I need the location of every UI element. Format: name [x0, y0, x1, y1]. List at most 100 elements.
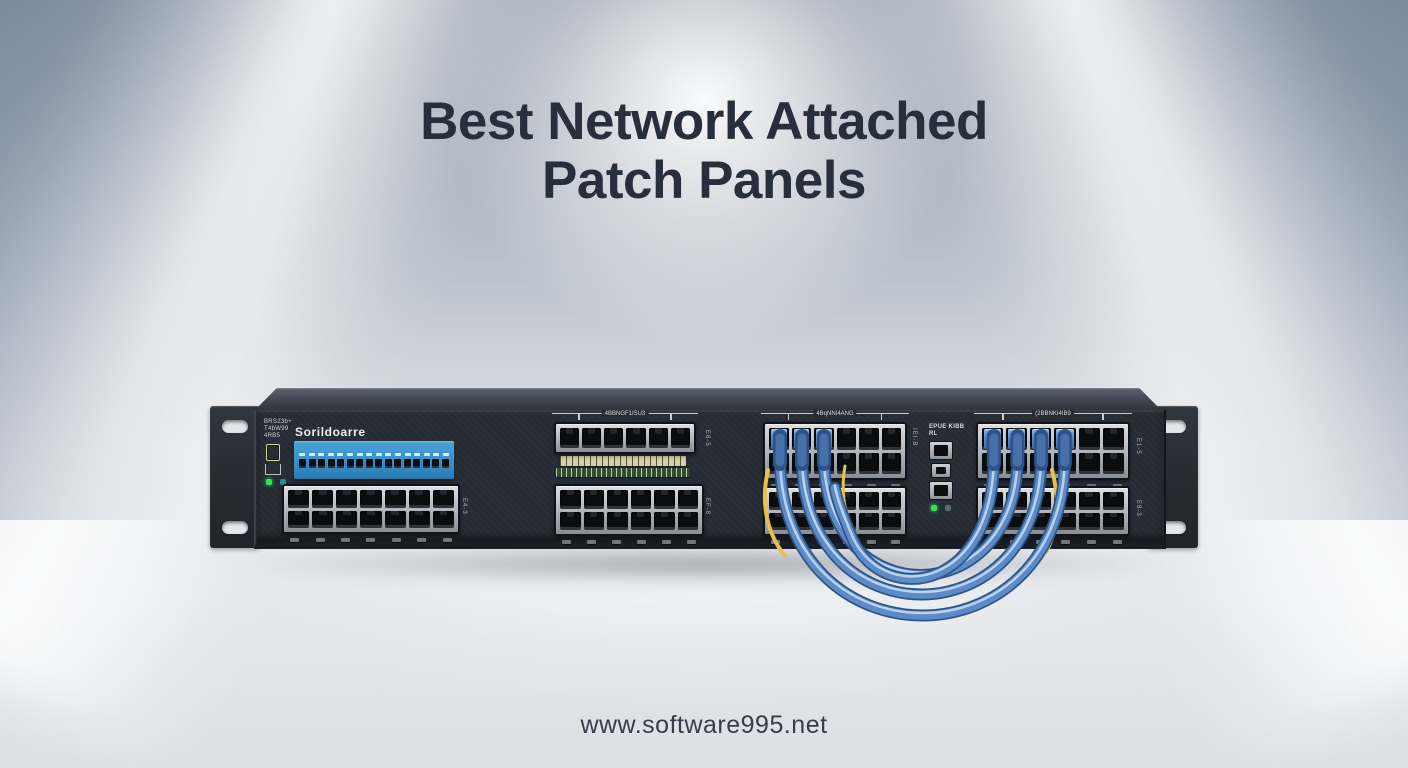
- port-number: [562, 540, 571, 544]
- mini-port: [346, 458, 354, 468]
- rj45-tab-slot: [1061, 512, 1069, 518]
- mini-port-label: [375, 452, 382, 456]
- rj45-port: [769, 452, 789, 474]
- port-number-labels: [763, 540, 907, 544]
- cable-plug: [1056, 429, 1074, 449]
- rj45-port: [1054, 512, 1076, 530]
- rj45-tab-slot: [797, 512, 805, 518]
- rj45-port: [582, 428, 602, 448]
- rj45-port: [791, 452, 811, 474]
- port-group-label: 4BqNNI4ANG: [813, 410, 857, 418]
- rj45-port: [859, 452, 879, 474]
- port-number: [341, 538, 351, 542]
- rj45-tab-slot: [820, 492, 828, 497]
- rj45-tab-slot: [637, 511, 645, 517]
- console-sublabel: RL: [929, 431, 938, 437]
- website-url: www.software995.net: [580, 711, 828, 739]
- rj45-port: [408, 510, 430, 528]
- console-port: [929, 441, 953, 460]
- port-number: [794, 540, 804, 544]
- brand-label: Sorildoarre: [295, 425, 366, 439]
- port-number: [890, 540, 900, 544]
- mini-port-label: [318, 452, 325, 456]
- rj45-tab-slot: [637, 490, 645, 496]
- rj45-port: [560, 490, 581, 509]
- title-line-1: Best Network Attached: [420, 92, 988, 151]
- rj45-port: [432, 510, 454, 528]
- rj45-block-sec3_top: [763, 422, 907, 480]
- mini-port: [422, 458, 430, 468]
- page-title: Best Network Attached Patch Panels: [0, 92, 1408, 211]
- rj45-port: [1078, 452, 1100, 474]
- mini-port: [308, 458, 316, 468]
- rj45-port: [312, 510, 334, 528]
- rj45-port: [384, 490, 406, 508]
- rj45-tab-slot: [566, 490, 574, 496]
- rj45-port: [360, 490, 382, 508]
- rj45-tab-slot: [842, 452, 850, 459]
- rj45-tab-slot: [294, 490, 303, 495]
- mini-port: [394, 458, 402, 468]
- rj45-tab-slot: [1085, 512, 1094, 518]
- rj45-port: [1078, 428, 1100, 450]
- mini-port-label: [327, 452, 334, 456]
- rj45-tab-slot: [887, 512, 895, 518]
- rj45-port: [288, 510, 310, 528]
- rj45-tab-slot: [1109, 428, 1118, 435]
- console-leds: [931, 505, 969, 511]
- mini-port-label: [366, 452, 373, 456]
- mini-port: [318, 458, 326, 468]
- mount-hole: [1160, 521, 1186, 534]
- rj45-tab-slot: [590, 511, 598, 517]
- rj45-block-sec3_bottom: [763, 486, 907, 536]
- rj45-tab-slot: [1037, 452, 1045, 459]
- rj45-tab-slot: [842, 492, 850, 497]
- rj45-tab-slot: [1037, 512, 1045, 518]
- rj45-tab-slot: [660, 511, 668, 517]
- rj45-port: [1102, 428, 1124, 450]
- port-number: [442, 538, 452, 542]
- rj45-port: [1078, 512, 1100, 530]
- rj45-port: [1030, 512, 1052, 530]
- port-group-label: (2BBNKI4IB9: [1032, 410, 1074, 418]
- rj45-tab-slot: [1085, 428, 1094, 435]
- rj45-port: [630, 511, 651, 530]
- port-group-label: 4BBNGF1ISU3: [601, 410, 649, 418]
- green-led: [266, 479, 272, 485]
- mini-port: [365, 458, 373, 468]
- rj45-port: [677, 490, 698, 509]
- port-number: [1035, 540, 1045, 544]
- console-ports: [929, 441, 969, 500]
- rj45-port: [982, 428, 1004, 450]
- rj45-port: [583, 490, 604, 509]
- mini-port: [356, 458, 364, 468]
- rj45-tab-slot: [566, 511, 574, 517]
- rj45-tab-slot: [1012, 452, 1021, 459]
- rj45-port: [1030, 452, 1052, 474]
- rj45-tab-slot: [660, 490, 668, 496]
- rj45-port: [626, 428, 646, 448]
- rj45-tab-slot: [887, 492, 895, 497]
- rj45-tab-slot: [865, 512, 873, 518]
- mini-port: [441, 458, 449, 468]
- rj45-port: [607, 490, 628, 509]
- rj45-tab-slot: [775, 452, 783, 459]
- rj45-tab-slot: [318, 510, 327, 516]
- rj45-tab-slot: [613, 490, 621, 496]
- mini-port: [413, 458, 421, 468]
- port-number: [612, 540, 621, 544]
- port-number: [842, 540, 852, 544]
- rj45-port: [769, 512, 789, 530]
- rj45-block-sec4_bottom: [976, 486, 1130, 536]
- rj45-block-sec4_top: [976, 422, 1130, 480]
- port-group-bracket: 4BBNGF1ISU3: [552, 410, 698, 421]
- port-group-bracket: (2BBNKI4IB9: [974, 410, 1132, 421]
- rj45-port: [654, 490, 675, 509]
- rj45-tab-slot: [439, 510, 448, 516]
- info-line: T4bW99: [264, 426, 289, 432]
- rj45-tab-slot: [887, 452, 895, 459]
- chassis-top-surface: [254, 388, 1162, 411]
- rj45-port: [859, 428, 879, 450]
- rj45-tab-slot: [613, 511, 621, 517]
